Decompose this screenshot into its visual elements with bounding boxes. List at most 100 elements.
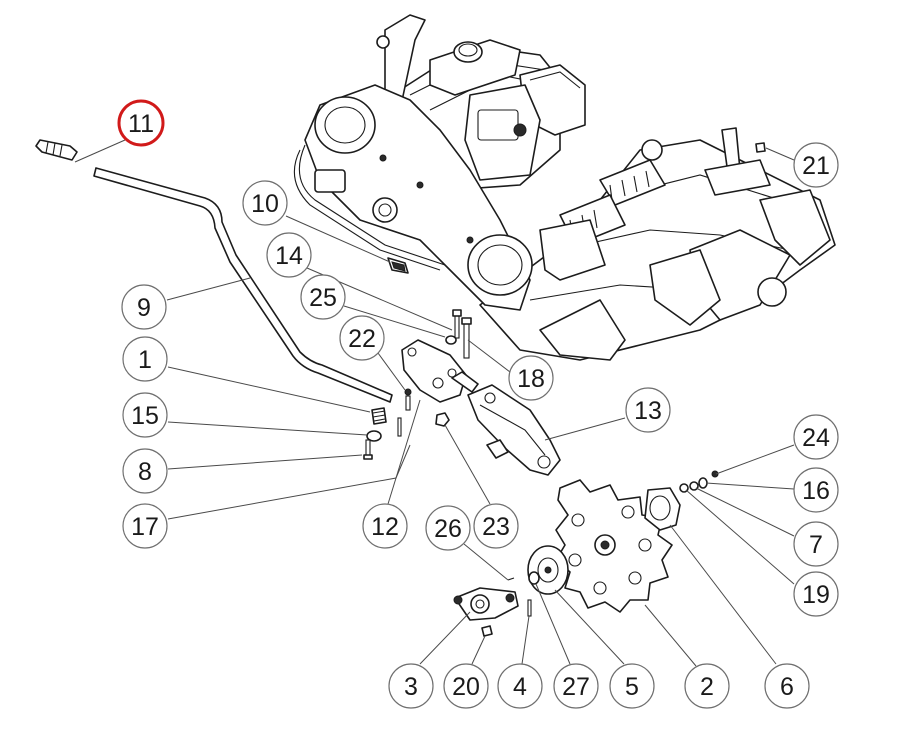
callout-number: 24 [802, 424, 830, 452]
callout-13: 13 [625, 387, 671, 433]
callout-27: 27 [553, 663, 599, 709]
callout-circle [497, 663, 543, 709]
callout-number: 4 [513, 673, 527, 701]
leader-line-20 [471, 635, 486, 665]
part-3-bearing-bracket [453, 587, 519, 621]
part-2-star-wheel [555, 479, 673, 613]
callout-number: 7 [809, 531, 823, 559]
part-6-cap [644, 487, 681, 531]
leader-line-13 [544, 417, 626, 441]
leader-line-5 [554, 589, 625, 665]
callout-11: 11 [117, 99, 165, 147]
callout-number: 12 [371, 513, 399, 541]
callout-circle [388, 663, 434, 709]
callout-number: 11 [128, 110, 154, 138]
leader-line-1 [167, 366, 371, 413]
callout-number: 15 [131, 402, 159, 430]
callout-21: 21 [793, 142, 839, 188]
callout-12: 12 [362, 503, 408, 549]
callout-circle [122, 392, 168, 438]
callout-1: 1 [122, 336, 168, 382]
leader-line-21 [765, 147, 795, 161]
leader-line-9 [166, 277, 251, 301]
part-9-handlebar [93, 167, 393, 403]
leader-line-15 [167, 421, 368, 436]
callout-24: 24 [793, 414, 839, 460]
callout-number: 21 [802, 152, 830, 180]
callout-number: 6 [780, 673, 794, 701]
callout-circle [339, 315, 385, 361]
leader-line-19 [685, 489, 795, 585]
callout-circle [684, 663, 730, 709]
leader-line-11 [74, 139, 126, 163]
leader-line-2 [644, 604, 697, 667]
callout-number: 22 [348, 325, 376, 353]
part-20-bolt [481, 625, 493, 637]
leader-line-18 [467, 339, 511, 373]
leader-line-23 [444, 424, 491, 505]
callout-7: 7 [793, 521, 839, 567]
leader-line-27 [535, 583, 571, 665]
part-11-grip [35, 139, 78, 161]
callout-4: 4 [497, 663, 543, 709]
part-5-flange [527, 545, 569, 595]
callout-circle [362, 503, 408, 549]
tiller-machine-illustration [293, 14, 836, 361]
callout-circle [122, 448, 168, 494]
callout-number: 13 [634, 397, 662, 425]
callout-16: 16 [793, 467, 839, 513]
callout-20: 20 [443, 663, 489, 709]
callout-2: 2 [684, 663, 730, 709]
callout-9: 9 [121, 284, 167, 330]
part-4-pin [527, 599, 532, 617]
callout-circle [443, 663, 489, 709]
callout-number: 20 [452, 673, 480, 701]
leader-line-3 [419, 611, 471, 665]
callout-number: 19 [802, 581, 830, 609]
callout-number: 10 [251, 190, 279, 218]
part-26-pin [507, 577, 515, 581]
callout-10: 10 [242, 180, 288, 226]
callout-6: 6 [764, 663, 810, 709]
callout-circle [121, 284, 167, 330]
callout-circle [553, 663, 599, 709]
part-22-pins [404, 388, 412, 411]
callout-circle [609, 663, 655, 709]
callout-22: 22 [339, 315, 385, 361]
part-17-pin [397, 417, 402, 437]
leader-line-4 [521, 615, 530, 665]
callout-25: 25 [300, 274, 346, 320]
leader-line-6 [669, 524, 777, 665]
leader-line-10 [285, 215, 391, 263]
callout-number: 3 [404, 673, 418, 701]
callout-circle [793, 414, 839, 460]
leader-line-8 [167, 454, 363, 470]
callout-circle [242, 180, 288, 226]
callout-circle [122, 336, 168, 382]
leader-lines [74, 139, 795, 667]
callout-circle [473, 503, 519, 549]
callout-circle [122, 503, 168, 549]
part-25-washer [445, 335, 457, 345]
exploded-parts [35, 139, 766, 637]
callout-14: 14 [266, 232, 312, 278]
callout-number: 26 [434, 515, 462, 543]
callout-number: 1 [138, 346, 152, 374]
callout-circle [625, 387, 671, 433]
callout-circle [793, 571, 839, 617]
callout-8: 8 [122, 448, 168, 494]
callout-26: 26 [425, 505, 471, 551]
callout-circle [764, 663, 810, 709]
callout-circle [793, 521, 839, 567]
callout-circle [508, 355, 554, 401]
callout-circle [425, 505, 471, 551]
callout-5: 5 [609, 663, 655, 709]
leader-line-25 [343, 305, 446, 338]
callout-circle [793, 467, 839, 513]
callout-number: 8 [138, 458, 152, 486]
part-18-bolt [461, 317, 472, 359]
callout-19: 19 [793, 571, 839, 617]
part-8-bolt [363, 439, 373, 460]
